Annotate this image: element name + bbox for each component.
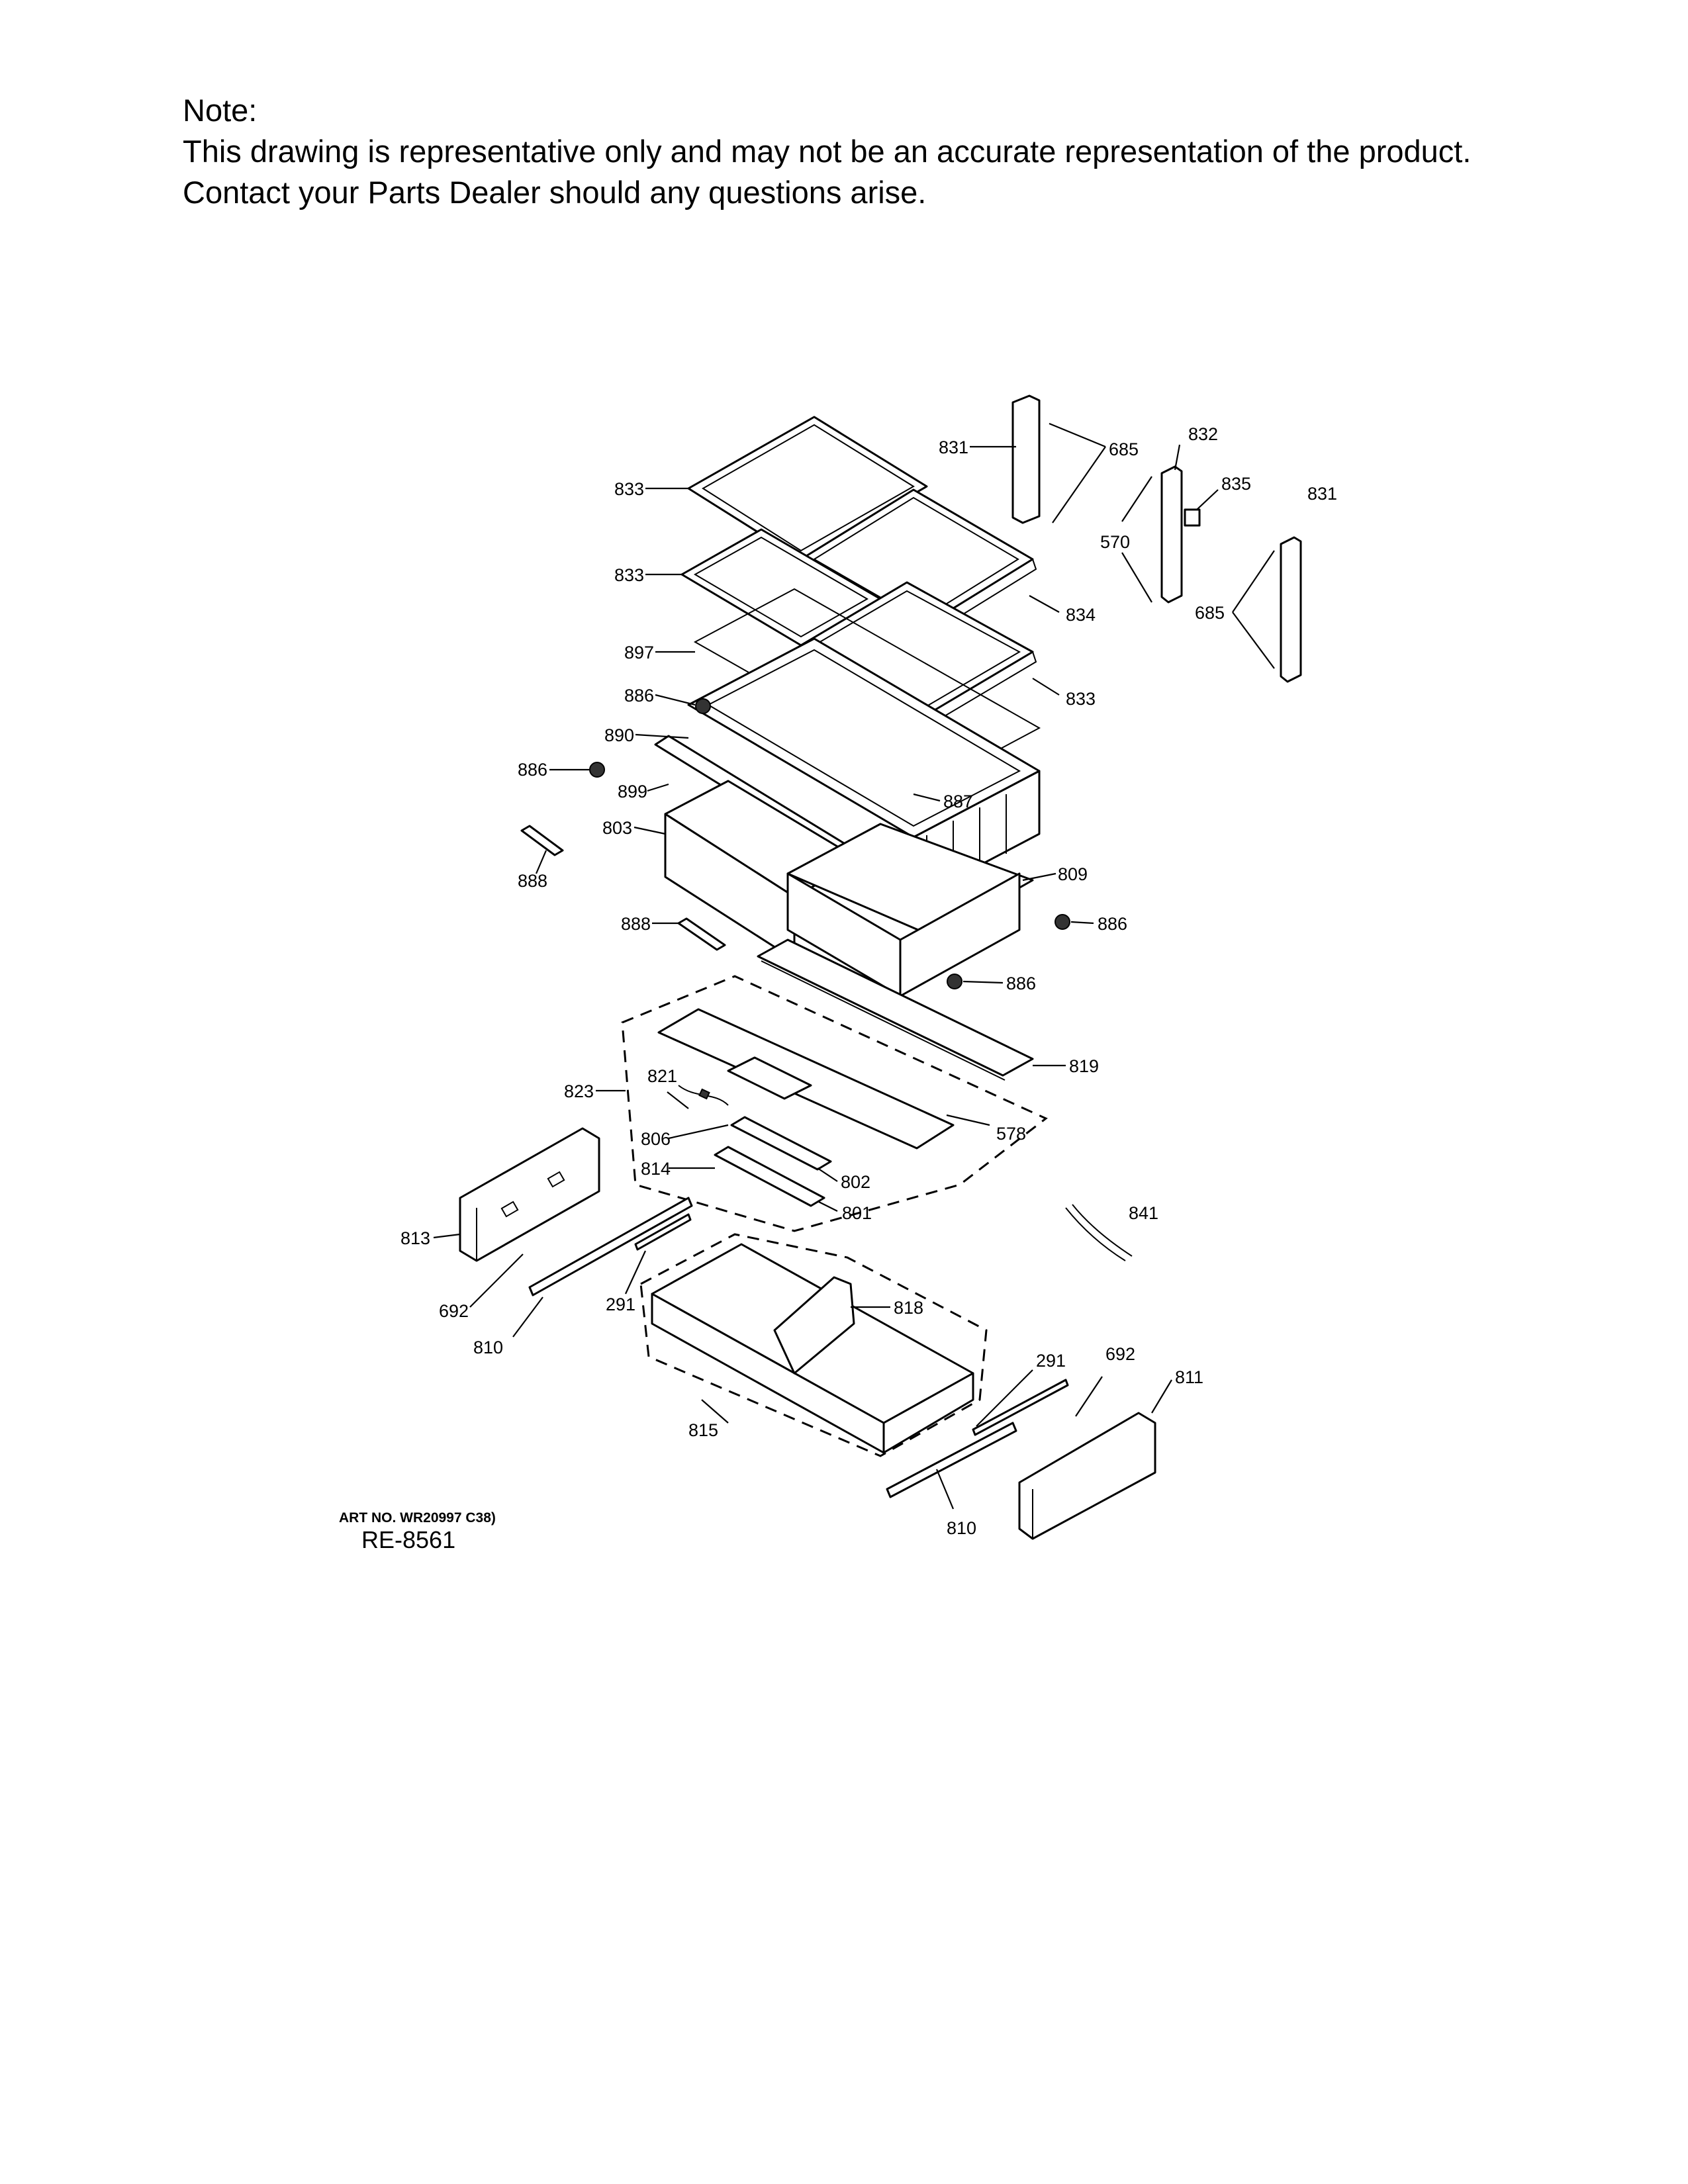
drawer-assembly-815 <box>639 1233 988 1457</box>
callout-815: 815 <box>688 1420 718 1440</box>
note-line-1: This drawing is representative only and … <box>183 134 1472 169</box>
callout-810-a: 810 <box>473 1338 503 1357</box>
cap-886-b <box>589 762 605 778</box>
pan-right <box>786 823 1034 997</box>
callout-809: 809 <box>1058 864 1088 884</box>
callout-291-b: 291 <box>1036 1351 1066 1371</box>
callout-886-b: 886 <box>518 760 547 780</box>
callout-835: 835 <box>1221 474 1251 494</box>
reference-number: RE-8561 <box>361 1526 456 1553</box>
side-bracket-811 <box>1018 1412 1156 1540</box>
rail-291-right <box>972 1379 1069 1436</box>
note-heading: Note: <box>183 93 258 128</box>
cover-819 <box>757 938 1034 1081</box>
tube-841 <box>1065 1204 1133 1261</box>
callout-810-b: 810 <box>947 1518 976 1538</box>
callout-291-a: 291 <box>606 1295 635 1314</box>
callout-888-a: 888 <box>518 871 547 891</box>
callout-685-b: 685 <box>1195 603 1225 623</box>
callout-831-b: 831 <box>1307 484 1337 504</box>
clip-835 <box>1184 508 1201 527</box>
cap-886-c <box>1055 914 1070 930</box>
callout-806: 806 <box>641 1129 671 1149</box>
rail-291-left <box>634 1213 692 1251</box>
callout-823: 823 <box>564 1081 594 1101</box>
vertical-bracket-831-left <box>1011 394 1041 524</box>
rail-810-left <box>528 1197 693 1297</box>
leader-lines <box>433 422 1275 1510</box>
callout-886-c: 886 <box>1098 914 1127 934</box>
callout-813: 813 <box>400 1228 430 1248</box>
side-bracket-813 <box>459 1127 600 1262</box>
callout-833-c: 833 <box>1066 689 1096 709</box>
callout-834: 834 <box>1066 605 1096 625</box>
vertical-bracket-831-right <box>1280 536 1302 683</box>
callout-833-b: 833 <box>614 565 644 585</box>
callout-888-b: 888 <box>621 914 651 934</box>
callout-841: 841 <box>1129 1203 1158 1223</box>
callout-819: 819 <box>1069 1056 1099 1076</box>
callout-886-d: 886 <box>1006 974 1036 993</box>
callout-801: 801 <box>842 1203 872 1223</box>
callout-labels: 831 685 832 835 831 570 685 833 833 834 … <box>400 424 1337 1538</box>
rail-810-right <box>886 1422 1017 1498</box>
slide-888-b <box>677 917 726 951</box>
control-assembly-823 <box>621 975 1048 1232</box>
cap-886-d <box>947 974 962 989</box>
callout-887: 887 <box>943 792 973 811</box>
callout-818: 818 <box>894 1298 923 1318</box>
callout-821: 821 <box>647 1066 677 1086</box>
note-line-2: Contact your Parts Dealer should any que… <box>183 175 927 210</box>
callout-833-a: 833 <box>614 479 644 499</box>
callout-831-a: 831 <box>939 437 968 457</box>
vertical-bracket-832 <box>1160 465 1183 604</box>
callout-814: 814 <box>641 1159 671 1179</box>
disclaimer-note: Note: This drawing is representative onl… <box>183 90 1471 213</box>
callout-685-a: 685 <box>1109 439 1139 459</box>
callout-692-b: 692 <box>1105 1344 1135 1364</box>
callout-899: 899 <box>618 782 647 801</box>
slide-888-a <box>520 825 564 856</box>
callout-570: 570 <box>1100 532 1130 552</box>
callout-692-a: 692 <box>439 1301 469 1321</box>
callout-803: 803 <box>602 818 632 838</box>
callout-811: 811 <box>1175 1367 1203 1387</box>
art-number: ART NO. WR20997 C38) <box>339 1510 496 1525</box>
cap-886-a <box>695 698 711 714</box>
callout-832: 832 <box>1188 424 1218 444</box>
callout-578: 578 <box>996 1124 1026 1144</box>
callout-890: 890 <box>604 725 634 745</box>
callout-886-a: 886 <box>624 686 654 705</box>
callout-802: 802 <box>841 1172 870 1192</box>
callout-897: 897 <box>624 643 654 662</box>
divider-818 <box>773 1276 855 1375</box>
